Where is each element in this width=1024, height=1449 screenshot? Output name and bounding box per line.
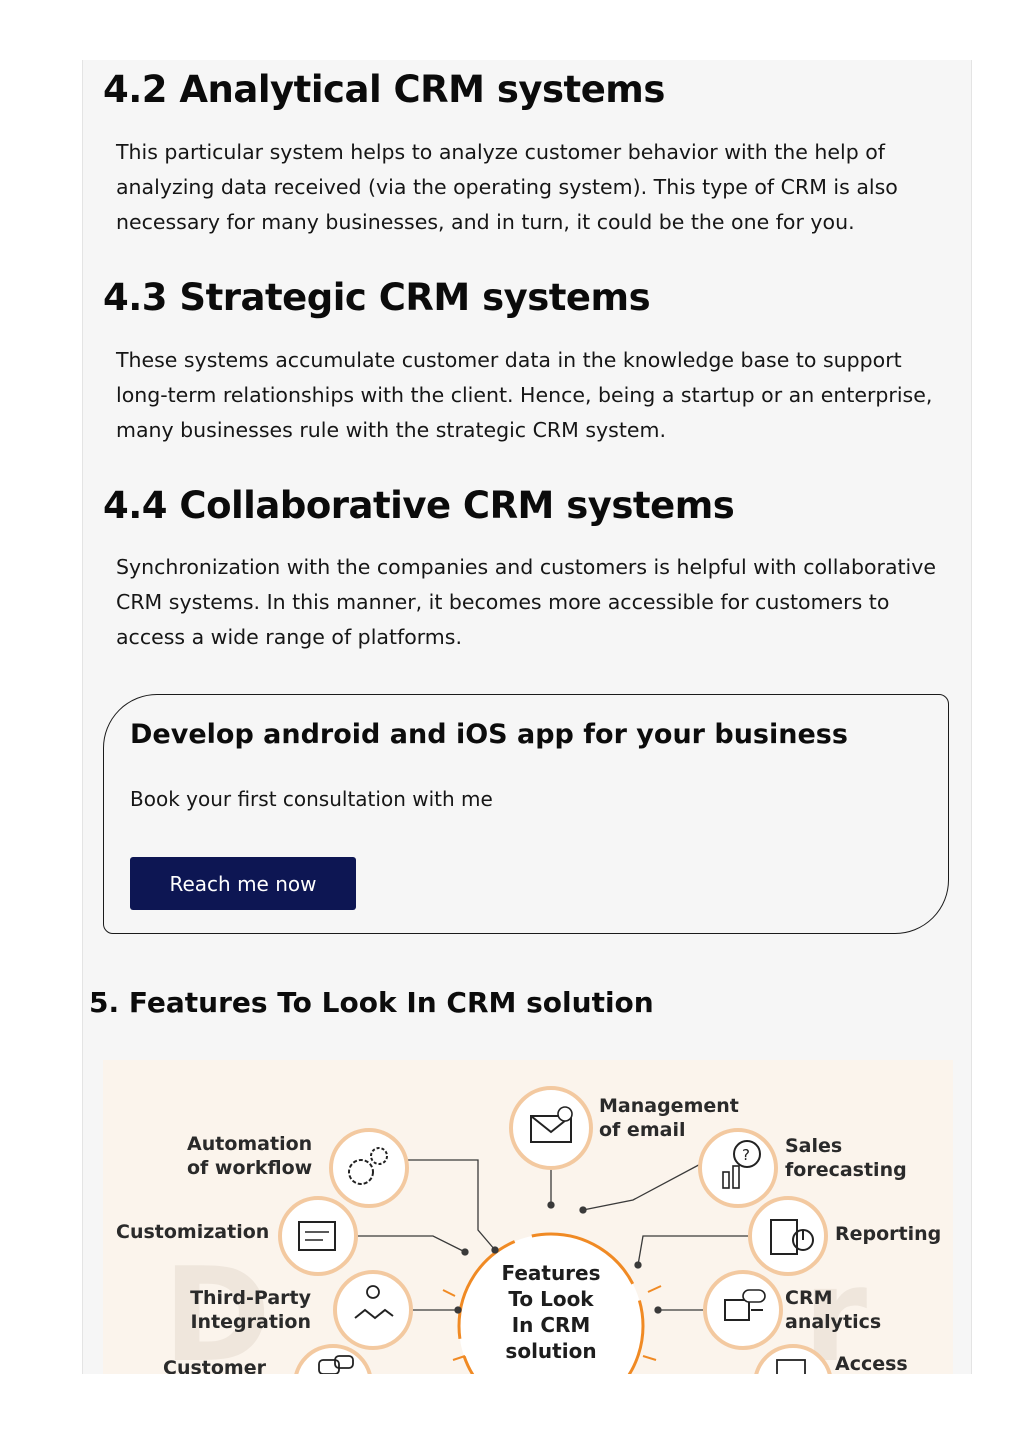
label-management-email: Management of email	[599, 1095, 739, 1141]
cta-title: Develop android and iOS app for your bus…	[130, 719, 848, 750]
label-sales-forecasting: Sales forecasting	[785, 1135, 907, 1181]
cta-subtitle: Book your first consultation with me	[130, 787, 493, 811]
label-customization: Customization	[116, 1221, 270, 1243]
section-heading-collaborative: 4.4 Collaborative CRM systems	[103, 484, 735, 527]
section-body-strategic: These systems accumulate customer data i…	[116, 348, 933, 442]
infographic-graphic: D r	[163, 1086, 867, 1374]
customer-icon-circle	[294, 1344, 372, 1374]
forecast-icon-circle: ?	[698, 1128, 778, 1208]
label-third-party-integration: Third-Party Integration	[190, 1287, 311, 1333]
article-panel: 4.2 Analytical CRM systems This particul…	[82, 60, 972, 1374]
label-crm-analytics: CRM analytics	[785, 1287, 882, 1333]
crm-features-infographic: D r	[103, 1060, 953, 1374]
features-heading: 5. Features To Look In CRM solution	[89, 986, 654, 1019]
email-icon-circle	[509, 1086, 593, 1170]
crm-analytics-icon-circle	[703, 1270, 783, 1350]
label-customer: Customer	[163, 1357, 266, 1374]
access-icon-circle	[754, 1344, 832, 1374]
infographic-center-title: Features To Look In CRM solution	[501, 1261, 601, 1363]
label-reporting: Reporting	[835, 1223, 942, 1245]
gears-icon-circle	[329, 1128, 409, 1208]
section-heading-strategic: 4.3 Strategic CRM systems	[103, 276, 651, 319]
svg-text:D: D	[163, 1239, 271, 1374]
customization-icon-circle	[278, 1196, 358, 1276]
svg-text:?: ?	[742, 1146, 750, 1164]
reporting-icon-circle	[748, 1196, 828, 1276]
section-body-collaborative: Synchronization with the companies and c…	[116, 555, 936, 649]
section-heading-analytical: 4.2 Analytical CRM systems	[103, 68, 665, 111]
consultation-card: Develop android and iOS app for your bus…	[103, 694, 949, 934]
reach-me-now-button[interactable]: Reach me now	[130, 857, 356, 910]
label-access: Access	[835, 1353, 908, 1374]
integration-icon-circle	[333, 1270, 413, 1350]
section-body-analytical: This particular system helps to analyze …	[116, 140, 898, 234]
label-automation-workflow: Automation of workflow	[187, 1133, 313, 1179]
